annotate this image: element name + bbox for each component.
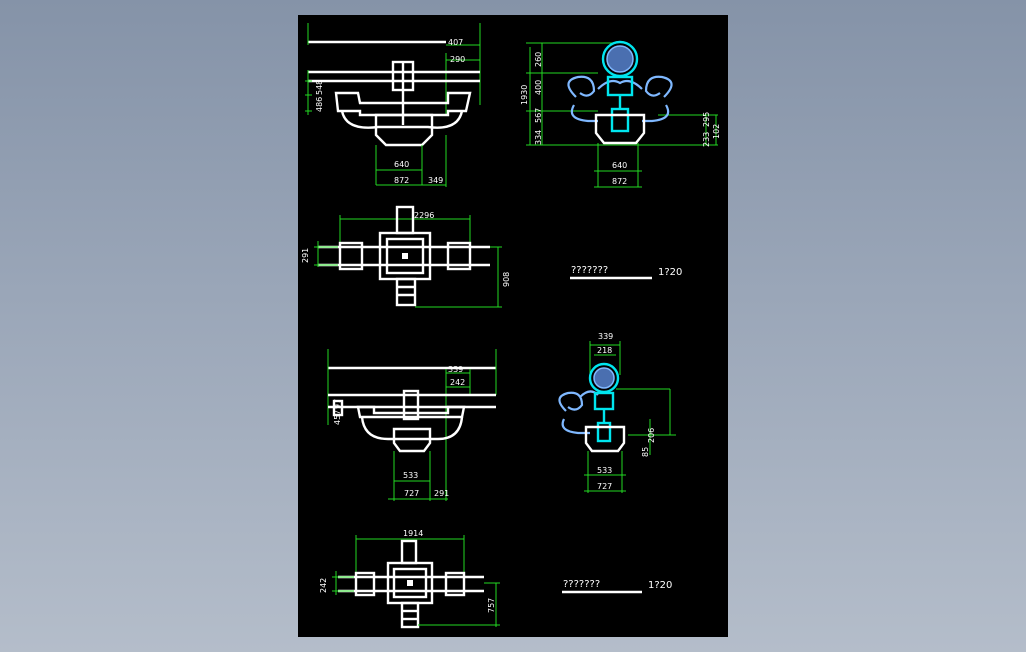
cloud-scroll-right: [642, 75, 673, 123]
dim-label: 260: [534, 52, 543, 67]
dim-label: 407: [448, 38, 463, 47]
post-bottom: [395, 277, 417, 307]
dim-label: 291: [301, 248, 310, 263]
dim-label: 2296: [414, 211, 434, 220]
drawing-title: ???????: [563, 579, 600, 590]
dim-label: 290: [450, 55, 465, 64]
ornament-disc: [593, 367, 615, 389]
bracket: [356, 405, 466, 419]
post-top: [395, 205, 415, 235]
dim-label: 291: [434, 489, 449, 498]
dim-label: 640: [612, 161, 627, 170]
elevation-front-large: 407 290 640 872 349 486 548: [305, 23, 481, 187]
elevation-side-large: 640 872 260 400 1930 567 334 295 102 233: [520, 40, 721, 188]
post: [596, 421, 612, 443]
post-center: [407, 580, 413, 586]
post-bottom: [400, 601, 420, 629]
dim-label: 548: [315, 80, 324, 95]
arm-curve: [360, 416, 464, 441]
dim-label: 872: [394, 176, 409, 185]
drawing-scale: 1?20: [658, 267, 682, 278]
cloud-scroll-left: [567, 75, 598, 123]
plan-view-large: 2296 291 908: [301, 205, 511, 308]
base: [584, 425, 626, 453]
dim-label: 567: [534, 108, 543, 123]
dim-label: 233: [702, 132, 711, 147]
arm-end-left: [354, 571, 376, 597]
arm-end-left: [338, 241, 364, 271]
elevation-side-small: 339 218 533 727 206 85: [558, 332, 676, 493]
ornament-disc: [606, 45, 634, 73]
dim-label: 727: [404, 489, 419, 498]
dim-label: 102: [712, 124, 721, 139]
dim-label: 533: [597, 466, 612, 475]
title-block-2: ??????? 1?20: [562, 579, 672, 594]
drawing-canvas: 407 290 640 872 349 486 548: [301, 23, 721, 629]
dim-label: 242: [450, 378, 465, 387]
dim-label: 242: [319, 578, 328, 593]
post: [610, 107, 630, 133]
dim-label: 640: [394, 160, 409, 169]
dim-label: 457: [333, 410, 342, 425]
dim-label: 339: [448, 365, 463, 374]
dim-label: 533: [403, 471, 418, 480]
dim-label: 1930: [520, 85, 529, 105]
dim-label: 339: [598, 332, 613, 341]
cloud-scroll-left: [558, 391, 590, 435]
post-center: [402, 253, 408, 259]
arm-end-right: [446, 241, 472, 271]
base: [392, 427, 432, 453]
dim-label: 218: [597, 346, 612, 355]
post-cap: [593, 391, 615, 411]
dim-label: 400: [534, 80, 543, 95]
dim-label: 349: [428, 176, 443, 185]
title-block-1: ??????? 1?20: [570, 265, 682, 280]
dim-label: 1914: [403, 529, 423, 538]
dim-label: 85: [641, 447, 650, 457]
base-inner: [392, 567, 428, 599]
drawing-scale: 1?20: [648, 580, 672, 591]
dim-label: 486: [315, 97, 324, 112]
arm-curve: [340, 110, 464, 129]
dim-label: 295: [702, 112, 711, 127]
base: [594, 113, 646, 145]
cloud-top: [597, 79, 643, 90]
dim-label: 908: [502, 272, 511, 287]
dim-label: 757: [487, 598, 496, 613]
arm-end-right: [444, 571, 466, 597]
dim-label: 872: [612, 177, 627, 186]
bracket: [334, 91, 472, 117]
post-top: [400, 539, 418, 565]
post: [402, 389, 420, 421]
elevation-front-small: 339 242 533 727 291 97 457: [327, 349, 497, 501]
post-cap: [606, 75, 634, 97]
dim-label: 206: [647, 428, 656, 443]
plan-view-small: 1914 242 757: [319, 529, 500, 629]
base-inner: [385, 237, 425, 275]
end-cap: [332, 399, 344, 417]
drawing-sheet: 407 290 640 872 349 486 548: [298, 15, 728, 637]
dim-label: 97: [333, 399, 342, 409]
dim-label: 334: [534, 130, 543, 145]
drawing-title: ???????: [571, 265, 608, 276]
dim-label: 727: [597, 482, 612, 491]
